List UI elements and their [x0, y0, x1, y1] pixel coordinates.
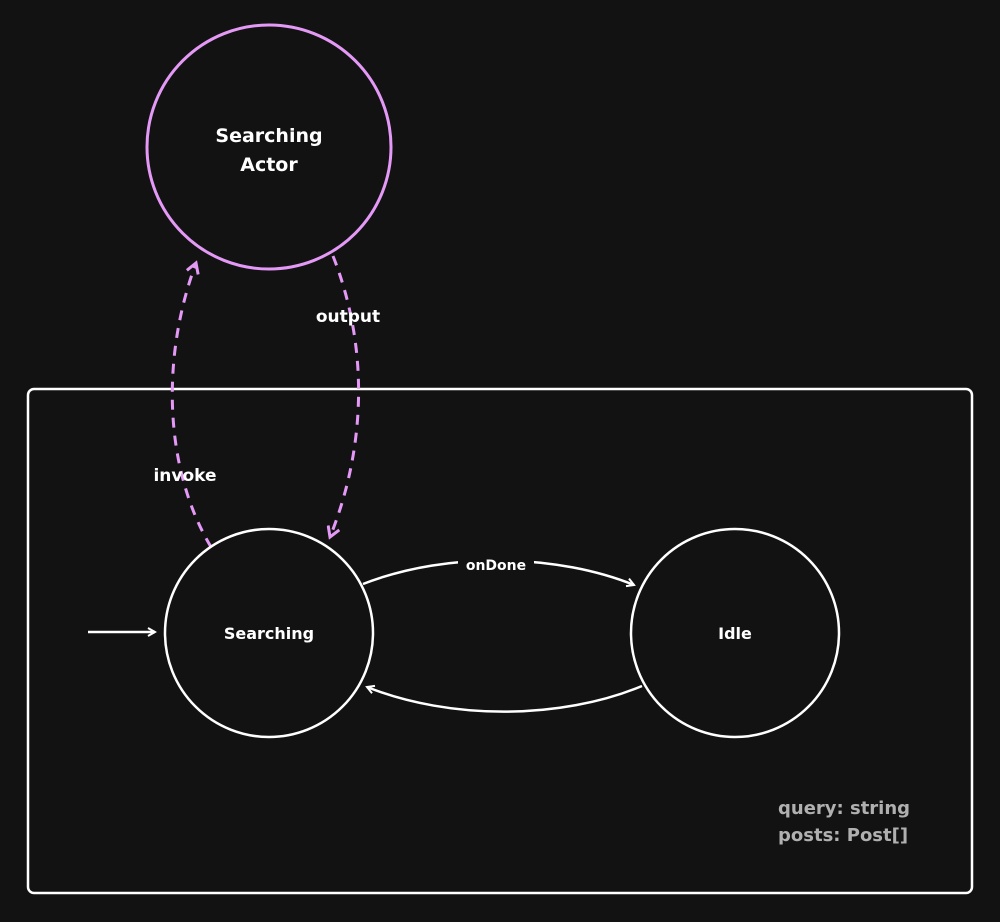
- idle-to-searching-arrow: [367, 684, 643, 713]
- invoke-arrow: [170, 263, 213, 548]
- state-idle-label: Idle: [718, 624, 752, 643]
- output-label: output: [316, 307, 380, 327]
- actor-label-line1: Searching: [215, 125, 322, 147]
- on-done-label: onDone: [466, 558, 526, 574]
- invoke-label: invoke: [153, 466, 216, 486]
- state-searching-label: Searching: [224, 624, 314, 643]
- output-arrow: [330, 255, 360, 537]
- machine-container: [26, 387, 974, 895]
- actor-label-line2: Actor: [240, 154, 298, 176]
- actor-node[interactable]: [145, 23, 393, 271]
- context-line2: posts: Post[]: [778, 825, 908, 846]
- context-line1: query: string: [778, 798, 910, 819]
- state-idle[interactable]: [629, 527, 841, 739]
- state-searching[interactable]: [163, 527, 375, 739]
